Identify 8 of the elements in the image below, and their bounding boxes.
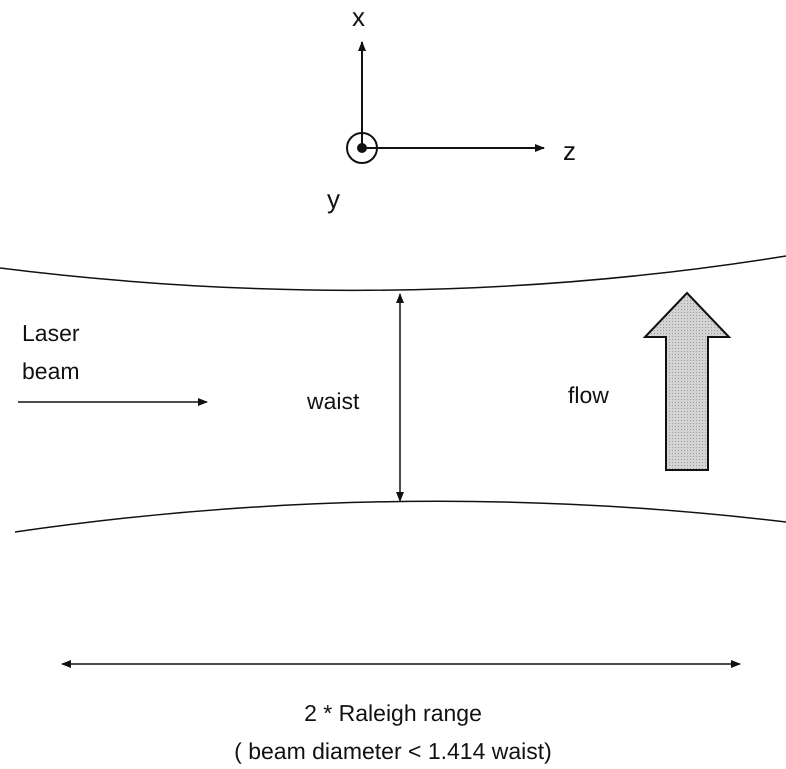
text-label: waist <box>307 387 360 416</box>
text-label: Laser beam <box>22 319 81 386</box>
axis-label: z <box>563 135 576 168</box>
text-label: flow <box>568 381 609 410</box>
dimension-label: ( beam diameter < 1.414 waist) <box>233 737 553 766</box>
dimension-label: 2 * Raleigh range <box>303 699 483 728</box>
axis-label: x <box>352 1 365 34</box>
axis-label: y <box>327 183 340 216</box>
